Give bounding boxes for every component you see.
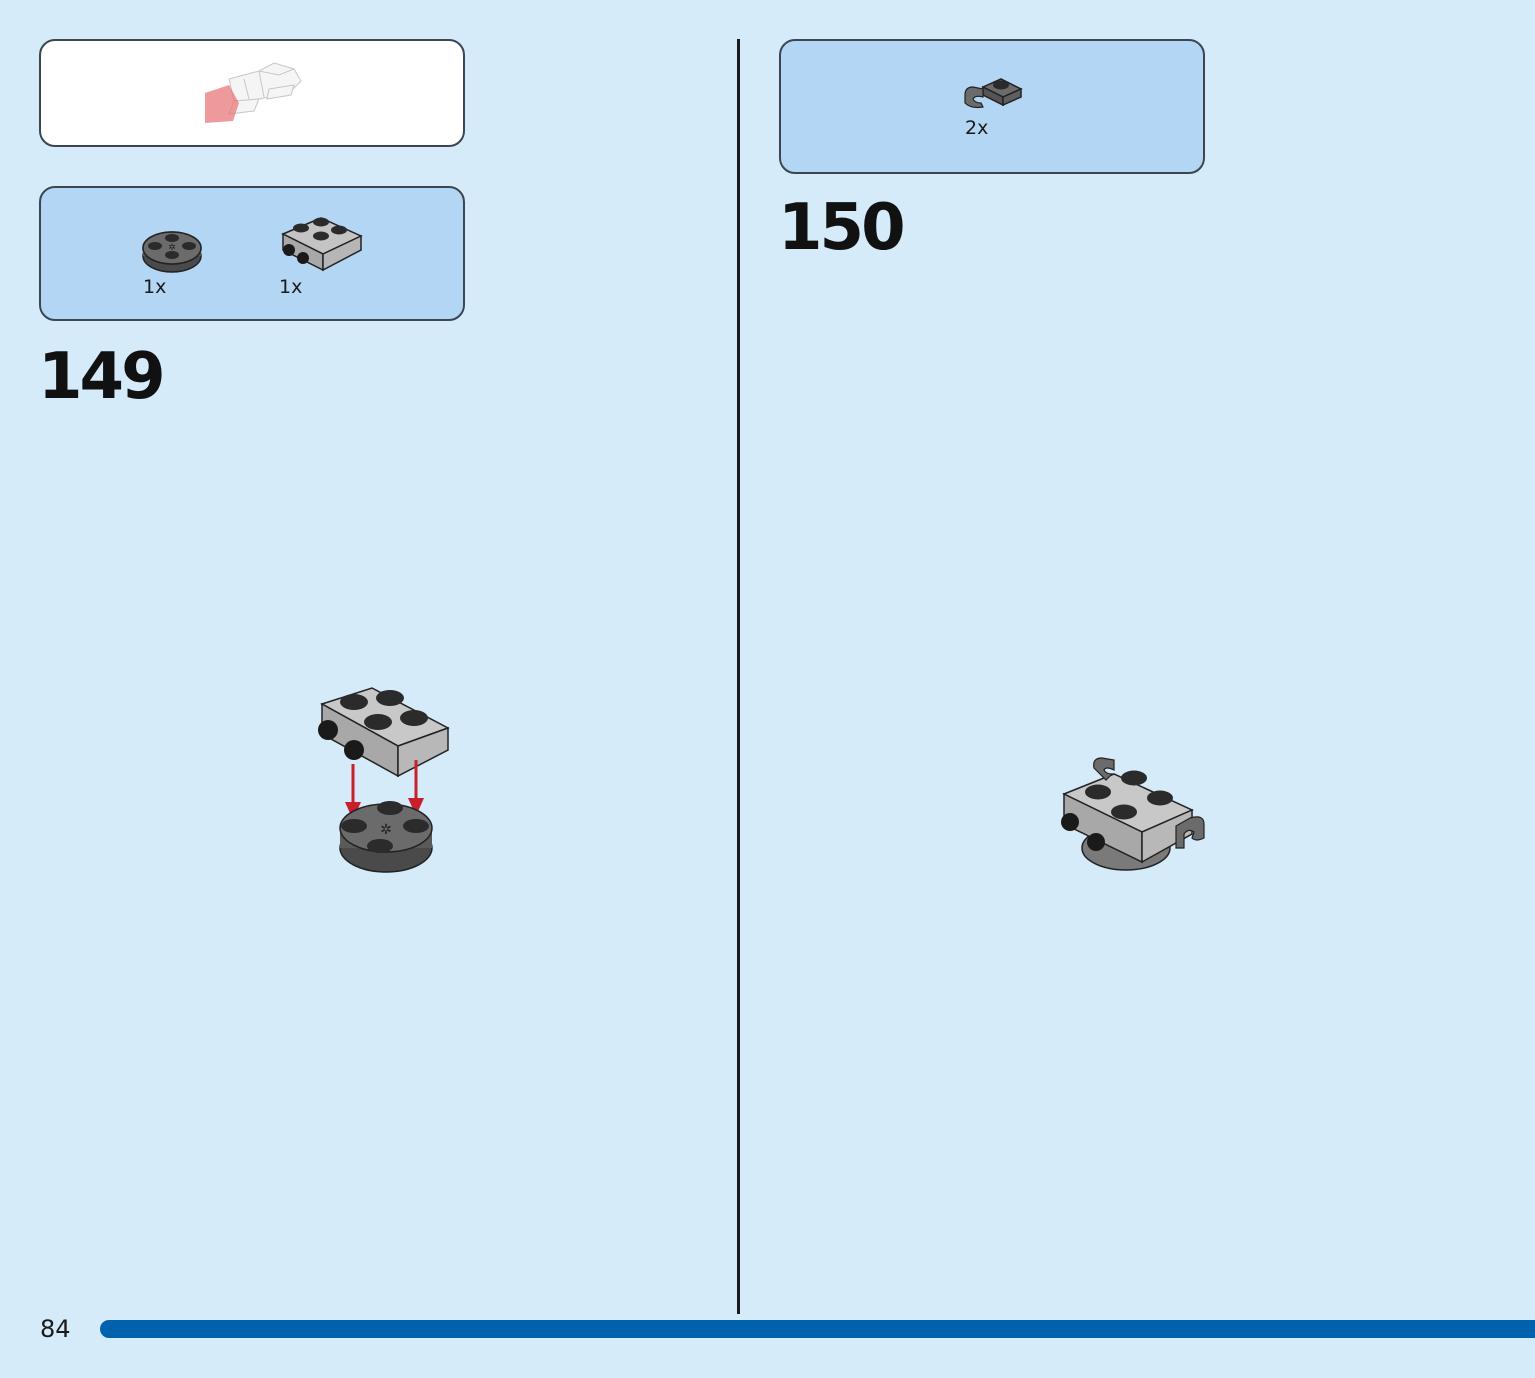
svg-text:✲: ✲	[168, 243, 176, 253]
page-number: 84	[40, 1315, 71, 1343]
plate-2x2-with-wheel-pins-light-grey-icon	[281, 217, 363, 272]
parts-list-step-150: 2x	[779, 39, 1205, 174]
svg-text:✲: ✲	[380, 822, 392, 838]
submodel-preview-icon	[205, 62, 302, 123]
step-149-assembly-illustration: ✲	[318, 687, 450, 873]
step-number-149: 149	[38, 340, 166, 414]
part-qty-plate-wheel-pins: 1x	[279, 276, 303, 298]
round-plate-2x2-dark-grey-icon: ✲	[142, 231, 202, 273]
submodel-preview-box	[39, 39, 465, 147]
page-column-divider	[737, 39, 740, 1314]
plate-1x1-with-clip-dark-grey-icon	[964, 78, 1023, 109]
step-150-assembly-illustration	[1061, 757, 1205, 871]
part-qty-plate-clip: 2x	[965, 117, 989, 139]
step-number-150: 150	[778, 191, 906, 265]
page-footer-bar	[100, 1320, 1535, 1338]
part-qty-round-plate: 1x	[143, 276, 167, 298]
parts-list-step-149: ✲ 1x 1x	[39, 186, 465, 321]
